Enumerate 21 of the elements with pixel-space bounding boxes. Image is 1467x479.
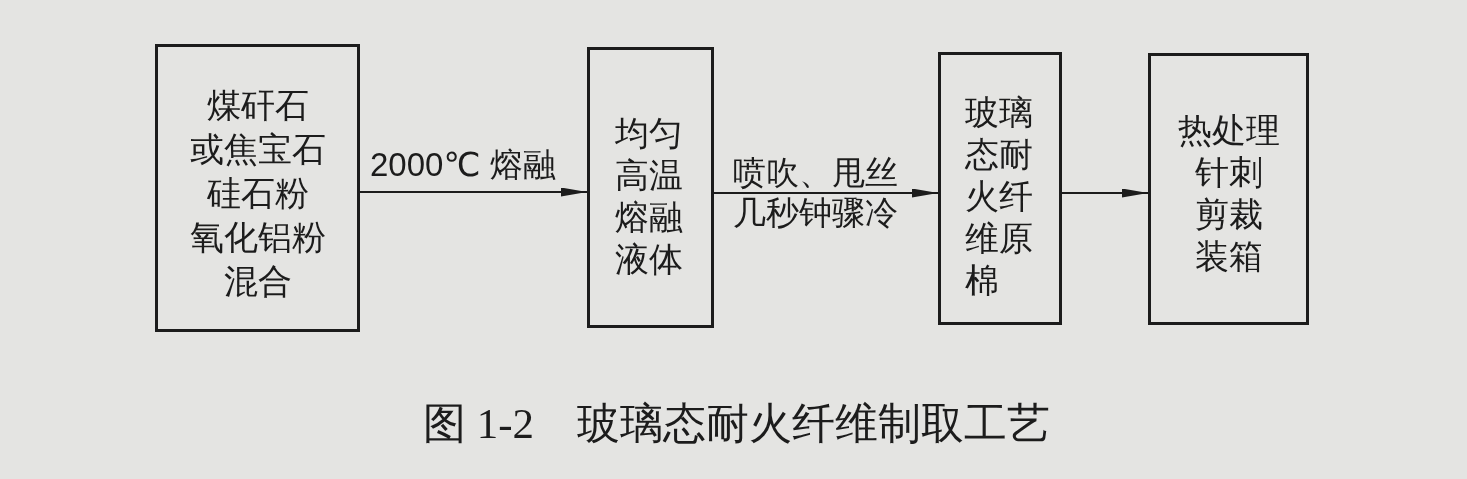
process-box xyxy=(938,52,1062,325)
step-label: 装箱 xyxy=(1194,236,1263,277)
edge-label: 喷吹、甩丝几秒钟骤冷 xyxy=(733,153,899,233)
step-label: 热处理 xyxy=(1177,110,1280,151)
step-label: 或焦宝石 xyxy=(189,129,326,170)
process-box xyxy=(155,44,360,332)
step-label: 均匀高温熔融液体 xyxy=(615,112,685,280)
process-box xyxy=(587,47,714,328)
step-label: 氧化铝粉 xyxy=(189,217,326,258)
step-label: 针刺 xyxy=(1194,152,1263,193)
step-label: 煤矸石 xyxy=(206,85,309,126)
process-box xyxy=(1148,53,1309,325)
edge-label: 2000℃ 熔融 xyxy=(370,145,556,185)
arrow xyxy=(359,187,588,197)
arrow xyxy=(1061,188,1149,198)
figure-caption: 图 1-2 玻璃态耐火纤维制取工艺 xyxy=(423,399,1051,449)
step-label: 硅石粉 xyxy=(206,173,309,214)
step-label: 混合 xyxy=(223,261,292,302)
step-label: 玻璃态耐火纤维原棉 xyxy=(964,91,1034,301)
arrow xyxy=(713,188,939,198)
step-label: 剪裁 xyxy=(1194,194,1263,235)
